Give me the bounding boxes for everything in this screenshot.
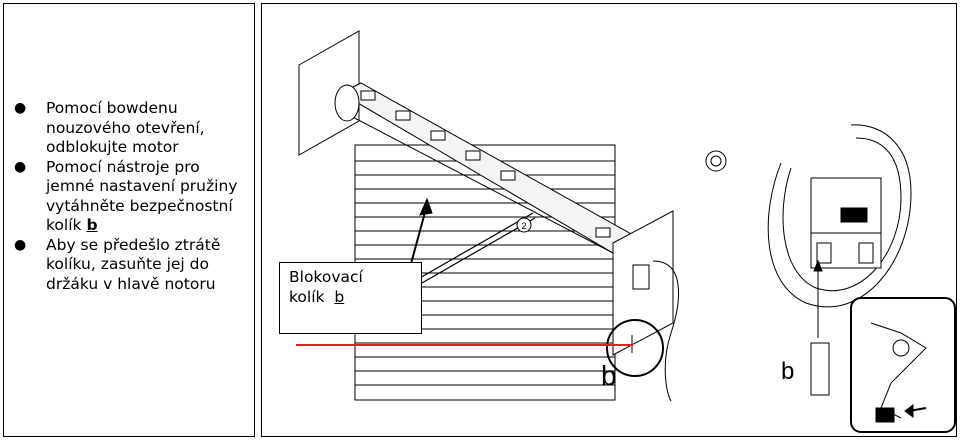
- roller-shutter-illustration: 2 b b: [296, 30, 956, 433]
- callout-label: Blokovací kolík b: [289, 268, 363, 307]
- callout-letter: b: [334, 287, 345, 306]
- pointer-arrow: [408, 204, 428, 272]
- instruction-text: Pomocí nástroje pro jemné nastavení pruž…: [46, 157, 238, 235]
- callout-word: kolík: [289, 287, 325, 306]
- detail-inset: [850, 297, 956, 433]
- instructions-panel: ● Pomocí bowdenu nouzového otevření, odb…: [3, 3, 255, 437]
- illustration-panel: [261, 3, 957, 437]
- instruction-item: ● Pomocí bowdenu nouzového otevření, odb…: [14, 99, 250, 158]
- bullet-icon: ●: [14, 236, 27, 253]
- motor-head: [705, 124, 912, 308]
- instruction-text: Pomocí bowdenu nouzového otevření, odblo…: [46, 99, 205, 156]
- pin-emphasis: b: [86, 216, 98, 234]
- safety-pin-icon: [810, 342, 830, 396]
- pin-highlight-circle: [606, 319, 664, 377]
- pin-label-b: b: [781, 358, 794, 385]
- left-mounting-plate: [298, 30, 360, 156]
- circle-label-b: b: [601, 360, 617, 391]
- callout-box: [279, 262, 422, 334]
- instruction-text: Aby se předešlo ztrátě kolíku, zasuňte j…: [46, 235, 221, 293]
- instruction-item: ● Aby se předešlo ztrátě kolíku, zasuňte…: [14, 236, 250, 295]
- step-circle: [516, 217, 532, 233]
- instruction-list: ● Pomocí bowdenu nouzového otevření, odb…: [14, 99, 250, 294]
- instruction-item: ● Pomocí nástroje pro jemné nastavení pr…: [14, 158, 250, 236]
- step-number: 2: [521, 221, 526, 231]
- callout-line2: kolík b: [289, 288, 363, 308]
- roller-tube: [334, 82, 634, 254]
- adjustment-rod: [410, 212, 534, 284]
- bullet-icon: ●: [14, 158, 27, 175]
- callout-line1: Blokovací: [289, 268, 363, 286]
- bullet-icon: ●: [14, 100, 27, 116]
